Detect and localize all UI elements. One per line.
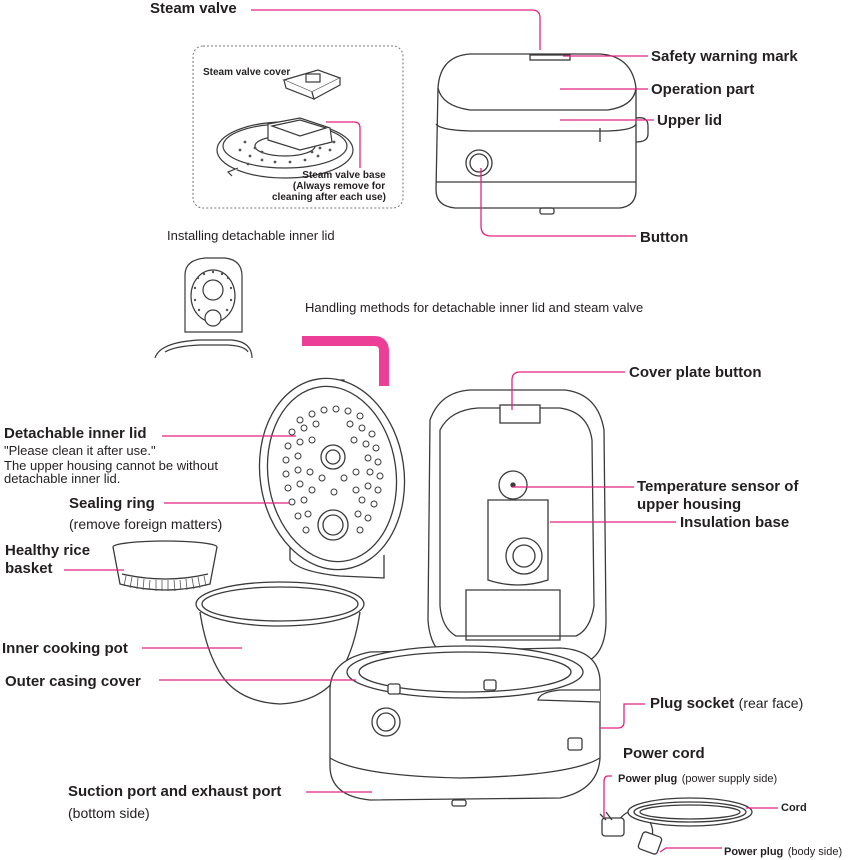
power-cord-illustration — [599, 797, 753, 855]
steam-valve-base-dots — [238, 140, 336, 166]
detachable-inner-lid-label: Detachable inner lid — [4, 425, 147, 442]
steam-valve-label: Steam valve — [150, 0, 237, 17]
inner-cooking-pot-label: Inner cooking pot — [2, 640, 128, 657]
insulation-base-label: Insulation base — [680, 514, 790, 531]
power-plug-supply-note: (power supply side) — [681, 773, 778, 785]
safety-warning-mark-label: Safety warning mark — [651, 48, 798, 65]
steam-valve-base-label: Steam valve base — [302, 170, 386, 181]
plug-socket-note: (rear face) — [738, 695, 804, 711]
healthy-rice-label-1: Healthy rice — [5, 542, 91, 559]
detachable-inner-lid-illustration — [258, 377, 406, 579]
temperature-sensor-label-1: Temperature sensor of — [637, 478, 799, 495]
plug-socket-label: Plug socket — [650, 695, 735, 712]
suction-port-label: Suction port and exhaust port — [68, 783, 282, 800]
inner-cooking-pot-illustration — [195, 581, 365, 705]
installing-inner-lid-dots — [193, 270, 233, 312]
steam-valve-base-note-1: (Always remove for — [292, 181, 386, 192]
open-cooker-illustration — [329, 389, 607, 807]
cover-plate-button-label: Cover plate button — [629, 364, 762, 381]
temperature-sensor-label-2: upper housing — [637, 496, 742, 513]
sealing-ring-note: (remove foreign matters) — [69, 516, 223, 532]
cord-label: Cord — [781, 802, 807, 814]
rice-basket-mesh — [123, 575, 207, 592]
inner-lid-note-2: The upper housing cannot be without — [4, 458, 218, 473]
power-cord-label: Power cord — [623, 745, 705, 762]
healthy-rice-basket-illustration — [112, 540, 218, 591]
inner-lid-note-3: detachable inner lid. — [4, 471, 121, 486]
installing-inner-lid-caption: Installing detachable inner lid — [167, 228, 335, 243]
upper-lid-label: Upper lid — [657, 112, 723, 129]
power-plug-body-label-group: Power plug (body side) — [724, 842, 842, 860]
installing-inner-lid-illustration — [154, 257, 253, 359]
steam-valve-base-illustration — [216, 117, 354, 179]
sealing-ring-label: Sealing ring — [69, 495, 155, 512]
outer-casing-cover-label: Outer casing cover — [5, 673, 141, 690]
steam-valve-base-note-2: cleaning after each use) — [272, 192, 386, 203]
power-plug-supply-label-group: Power plug (power supply side) — [618, 769, 777, 787]
suction-port-note: (bottom side) — [68, 805, 150, 821]
handling-direction-arrow — [302, 336, 389, 386]
steam-valve-cover-illustration — [282, 69, 342, 101]
closed-cooker-illustration — [435, 53, 649, 215]
operation-part-label: Operation part — [651, 81, 755, 98]
plug-socket-label-group: Plug socket (rear face) — [650, 695, 803, 713]
power-plug-supply-label: Power plug — [618, 773, 678, 785]
steam-valve-inset-box — [192, 45, 404, 209]
leader-lines — [64, 9, 778, 853]
inner-lid-note-1: "Please clean it after use." — [4, 443, 156, 458]
steam-valve-cover-label: Steam valve cover — [203, 67, 291, 78]
healthy-rice-label-2: basket — [5, 560, 53, 577]
power-plug-body-label: Power plug — [724, 846, 784, 858]
power-plug-body-note: (body side) — [787, 846, 843, 858]
button-label: Button — [640, 229, 689, 246]
handling-methods-caption: Handling methods for detachable inner li… — [305, 300, 644, 315]
inner-lid-holes — [282, 405, 384, 534]
